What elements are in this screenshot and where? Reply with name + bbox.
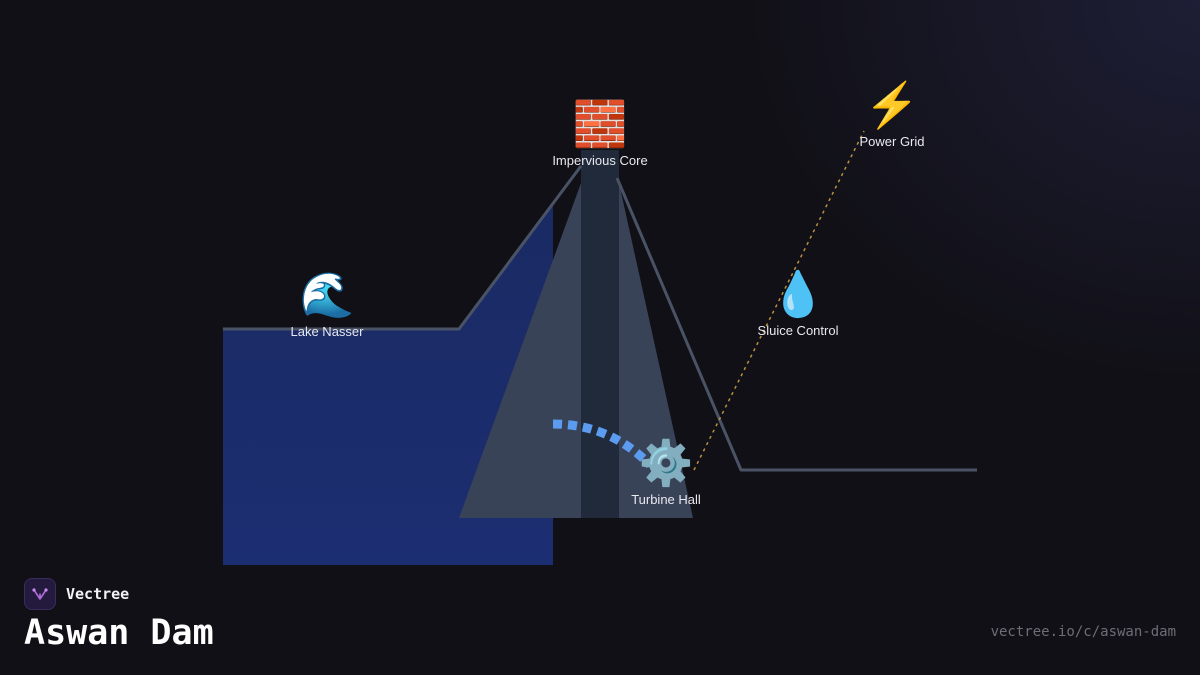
gear-icon: ⚙️ [638, 439, 694, 488]
node-turbine-hall[interactable]: ⚙️ Turbine Hall [586, 438, 746, 507]
node-label: Impervious Core [552, 153, 648, 168]
downstream-face-line [615, 177, 977, 472]
reservoir-water [223, 205, 553, 565]
node-label: Lake Nasser [290, 324, 364, 339]
brick-icon: 🧱 [572, 100, 628, 149]
node-impervious-core[interactable]: 🧱 Impervious Core [520, 99, 680, 168]
node-lake-nasser[interactable]: 🌊 Lake Nasser [247, 270, 407, 339]
node-label: Power Grid [859, 134, 925, 149]
source-url[interactable]: vectree.io/c/aswan-dam [990, 624, 1176, 640]
node-label: Turbine Hall [631, 492, 701, 507]
droplet-icon: 💧 [770, 270, 826, 319]
tree-branch-icon [24, 578, 56, 610]
brand: Vectree [24, 577, 129, 611]
upstream-surface-line [223, 165, 583, 331]
node-sluice-control[interactable]: 💧 Sluice Control [718, 269, 878, 338]
brand-name: Vectree [66, 585, 130, 603]
wave-icon: 🌊 [299, 271, 355, 320]
impervious-core-column [581, 150, 619, 518]
penstock-flow-edge [552, 419, 654, 469]
dam-embankment [459, 183, 693, 518]
lightning-icon: ⚡ [864, 81, 920, 130]
node-power-grid[interactable]: ⚡ Power Grid [812, 80, 972, 149]
node-label: Sluice Control [757, 323, 839, 338]
transmission-line-edge [693, 130, 865, 471]
page-title: Aswan Dam [24, 613, 214, 653]
